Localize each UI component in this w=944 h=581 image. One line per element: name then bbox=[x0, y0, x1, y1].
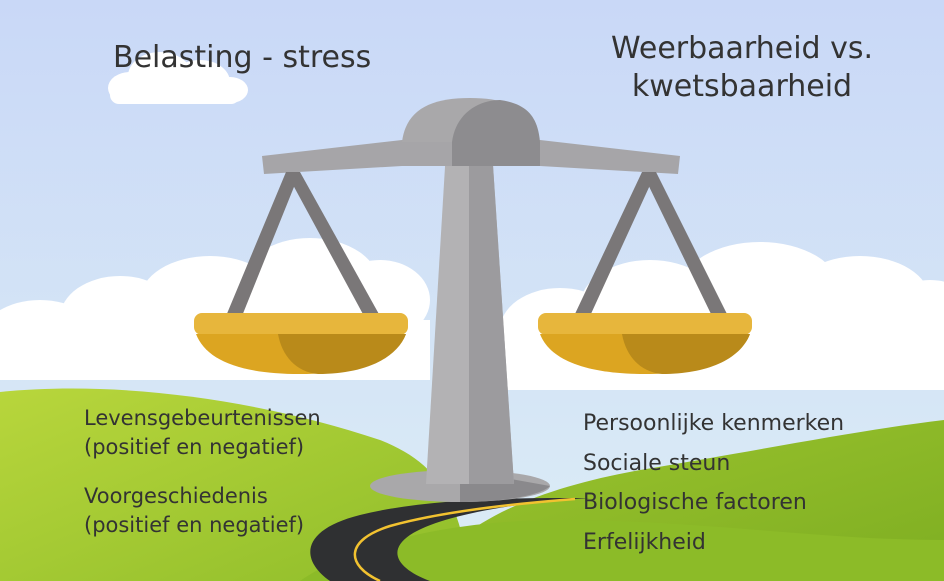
road bbox=[310, 498, 590, 581]
scale-pillar-shade bbox=[469, 150, 514, 484]
resilience-factor-item: Sociale steun bbox=[583, 450, 731, 476]
left-arm-inner bbox=[286, 172, 380, 316]
title-right-line-1: Weerbaarheid vs. bbox=[610, 31, 874, 66]
left-arm-outer bbox=[226, 172, 300, 316]
title-belasting: Belasting - stress bbox=[113, 40, 372, 75]
right-pan-shadow bbox=[622, 334, 750, 374]
resilience-factor-item: Persoonlijke kenmerken bbox=[583, 411, 845, 436]
resilience-factor-item: Erfelijkheid bbox=[583, 529, 706, 555]
stress-factor-item: Levensgebeurtenissen (positief en negati… bbox=[84, 404, 321, 462]
stress-factor-label: Levensgebeurtenissen bbox=[84, 406, 321, 430]
title-weerbaarheid: Weerbaarheid vs. kwetsbaarheid bbox=[600, 30, 884, 106]
stress-factors-list: Levensgebeurtenissen (positief en negati… bbox=[84, 404, 321, 560]
right-arm-outer bbox=[574, 172, 656, 316]
right-pan-rim bbox=[538, 313, 752, 335]
hill-bottom bbox=[300, 520, 944, 581]
resilience-factors-list: Persoonlijke kenmerken Sociale steun Bio… bbox=[583, 404, 844, 562]
title-right-line-2: kwetsbaarheid bbox=[631, 69, 853, 104]
stress-factor-note: (positief en negatief) bbox=[84, 435, 305, 459]
resilience-factor-item: Biologische factoren bbox=[583, 490, 807, 515]
road-center-line bbox=[353, 497, 576, 581]
right-arm-inner bbox=[642, 172, 728, 316]
stress-factor-item: Voorgeschiedenis (positief en negatief) bbox=[84, 482, 321, 540]
scale-top-shade bbox=[452, 100, 540, 166]
stress-factor-note: (positief en negatief) bbox=[84, 513, 305, 537]
cloud-top-left bbox=[108, 52, 248, 104]
left-pan-shadow bbox=[278, 334, 406, 374]
left-pan-rim bbox=[194, 313, 408, 335]
stress-factor-label: Voorgeschiedenis bbox=[84, 484, 268, 508]
